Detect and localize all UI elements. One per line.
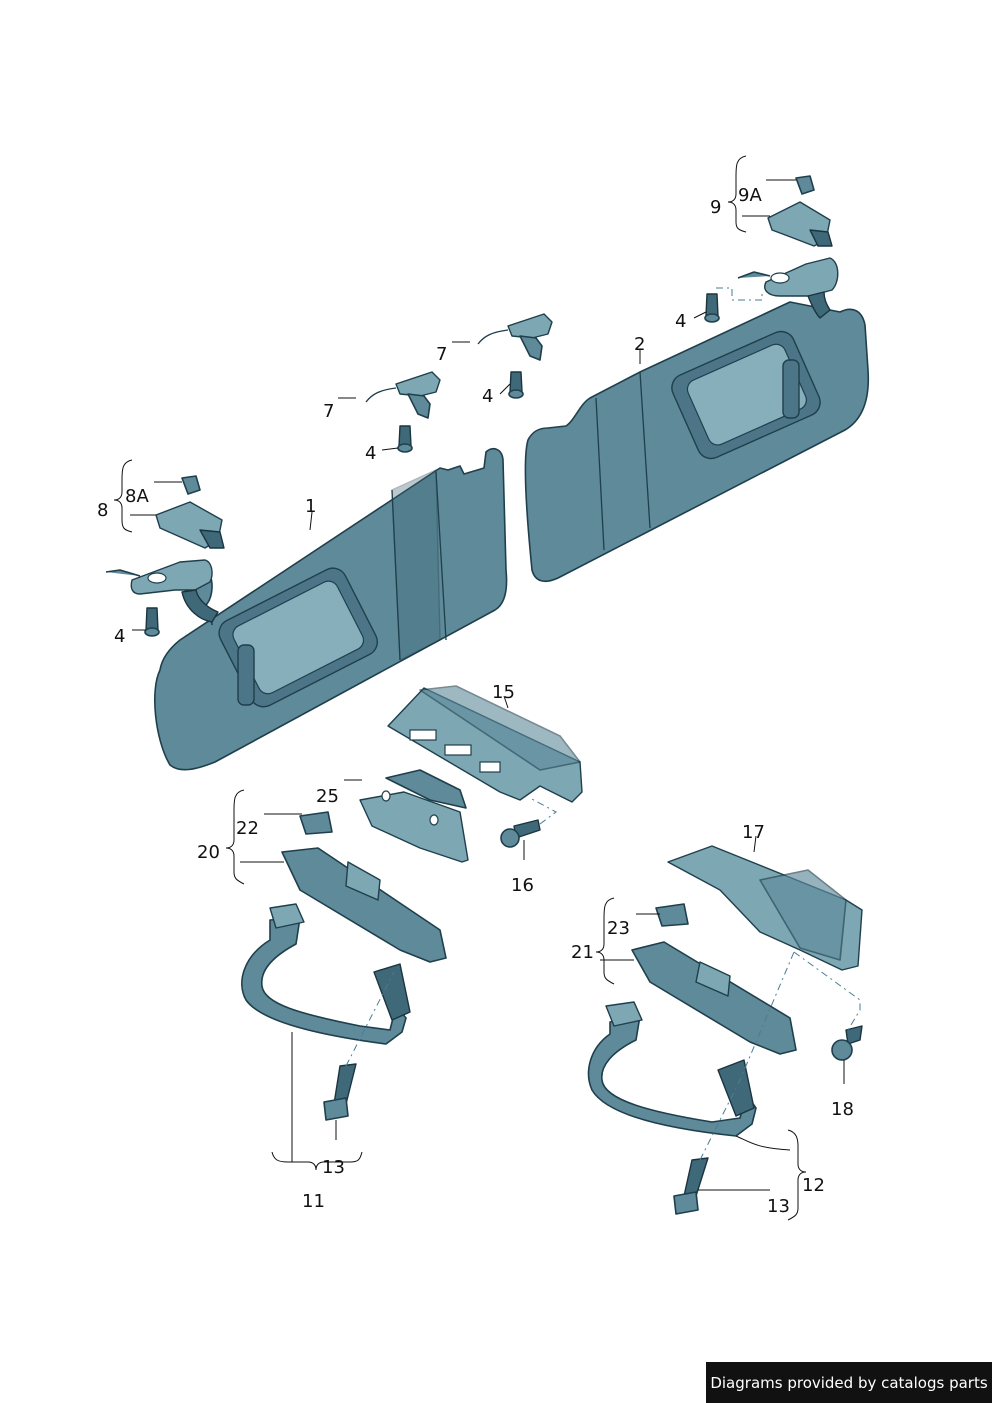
callout-21: 21 xyxy=(571,942,594,963)
alignment-line-right xyxy=(716,287,763,301)
callout-25: 25 xyxy=(316,786,339,807)
bracket-15 xyxy=(387,685,583,803)
handle-mount-21 xyxy=(631,941,797,1055)
callout-4-center-b: 4 xyxy=(482,386,493,407)
callout-22: 22 xyxy=(236,818,259,839)
callout-8a: 8A xyxy=(125,486,149,507)
callout-13-left: 13 xyxy=(322,1157,345,1178)
sun-visor-left xyxy=(154,447,508,771)
attribution-text: Diagrams provided by catalogs parts xyxy=(710,1373,988,1392)
brace-marks xyxy=(113,155,807,1221)
callout-23: 23 xyxy=(607,918,630,939)
callout-8: 8 xyxy=(97,500,108,521)
screw-4-center-b xyxy=(508,371,524,399)
bracket-25 xyxy=(359,769,469,863)
callout-4-right: 4 xyxy=(675,311,686,332)
callout-11: 11 xyxy=(302,1191,325,1212)
alignment-line-16 xyxy=(529,797,557,825)
callout-16: 16 xyxy=(511,875,534,896)
callout-9a: 9A xyxy=(738,185,762,206)
sun-visor-right xyxy=(524,301,870,583)
visor-mount-right xyxy=(737,257,839,319)
callout-15: 15 xyxy=(492,682,515,703)
attribution-banner: Diagrams provided by catalogs parts xyxy=(706,1362,992,1403)
screw-18 xyxy=(831,1025,863,1061)
alignment-line-13-left xyxy=(345,971,395,1067)
callout-2: 2 xyxy=(634,334,645,355)
callout-12: 12 xyxy=(802,1175,825,1196)
callout-9: 9 xyxy=(710,197,721,218)
alignment-line-17 xyxy=(793,951,861,1031)
visor-clip-9 xyxy=(767,175,833,247)
connector-23 xyxy=(655,903,689,927)
visor-clip-8 xyxy=(155,475,225,549)
callout-1: 1 xyxy=(305,496,316,517)
callout-13-right: 13 xyxy=(767,1196,790,1217)
screw-4-right xyxy=(704,293,720,323)
callout-4-center-a: 4 xyxy=(365,443,376,464)
callout-17: 17 xyxy=(742,822,765,843)
callout-7-upper: 7 xyxy=(436,344,447,365)
callout-20: 20 xyxy=(197,842,220,863)
callout-4-left: 4 xyxy=(114,626,125,647)
screw-4-center-a xyxy=(397,425,413,453)
leader-lines xyxy=(130,179,845,1191)
alignment-line-13-right xyxy=(699,951,795,1161)
cover-17 xyxy=(667,845,863,971)
handle-mount-20 xyxy=(281,847,447,963)
bolt-13-right xyxy=(673,1157,709,1215)
callout-labels: 1 2 4 4 4 4 7 7 8 8A 9 9A 11 12 13 13 15… xyxy=(97,185,854,1217)
bolt-13-left xyxy=(323,1063,357,1121)
screw-4-left xyxy=(144,607,160,637)
visor-mount-left xyxy=(105,559,219,623)
screw-16 xyxy=(500,819,541,848)
visor-support-7-lower xyxy=(365,371,441,419)
connector-22 xyxy=(299,811,333,835)
grab-handle-11 xyxy=(241,903,411,1045)
callout-7-lower: 7 xyxy=(323,401,334,422)
callout-18: 18 xyxy=(831,1099,854,1120)
visor-support-7-upper xyxy=(477,313,553,361)
